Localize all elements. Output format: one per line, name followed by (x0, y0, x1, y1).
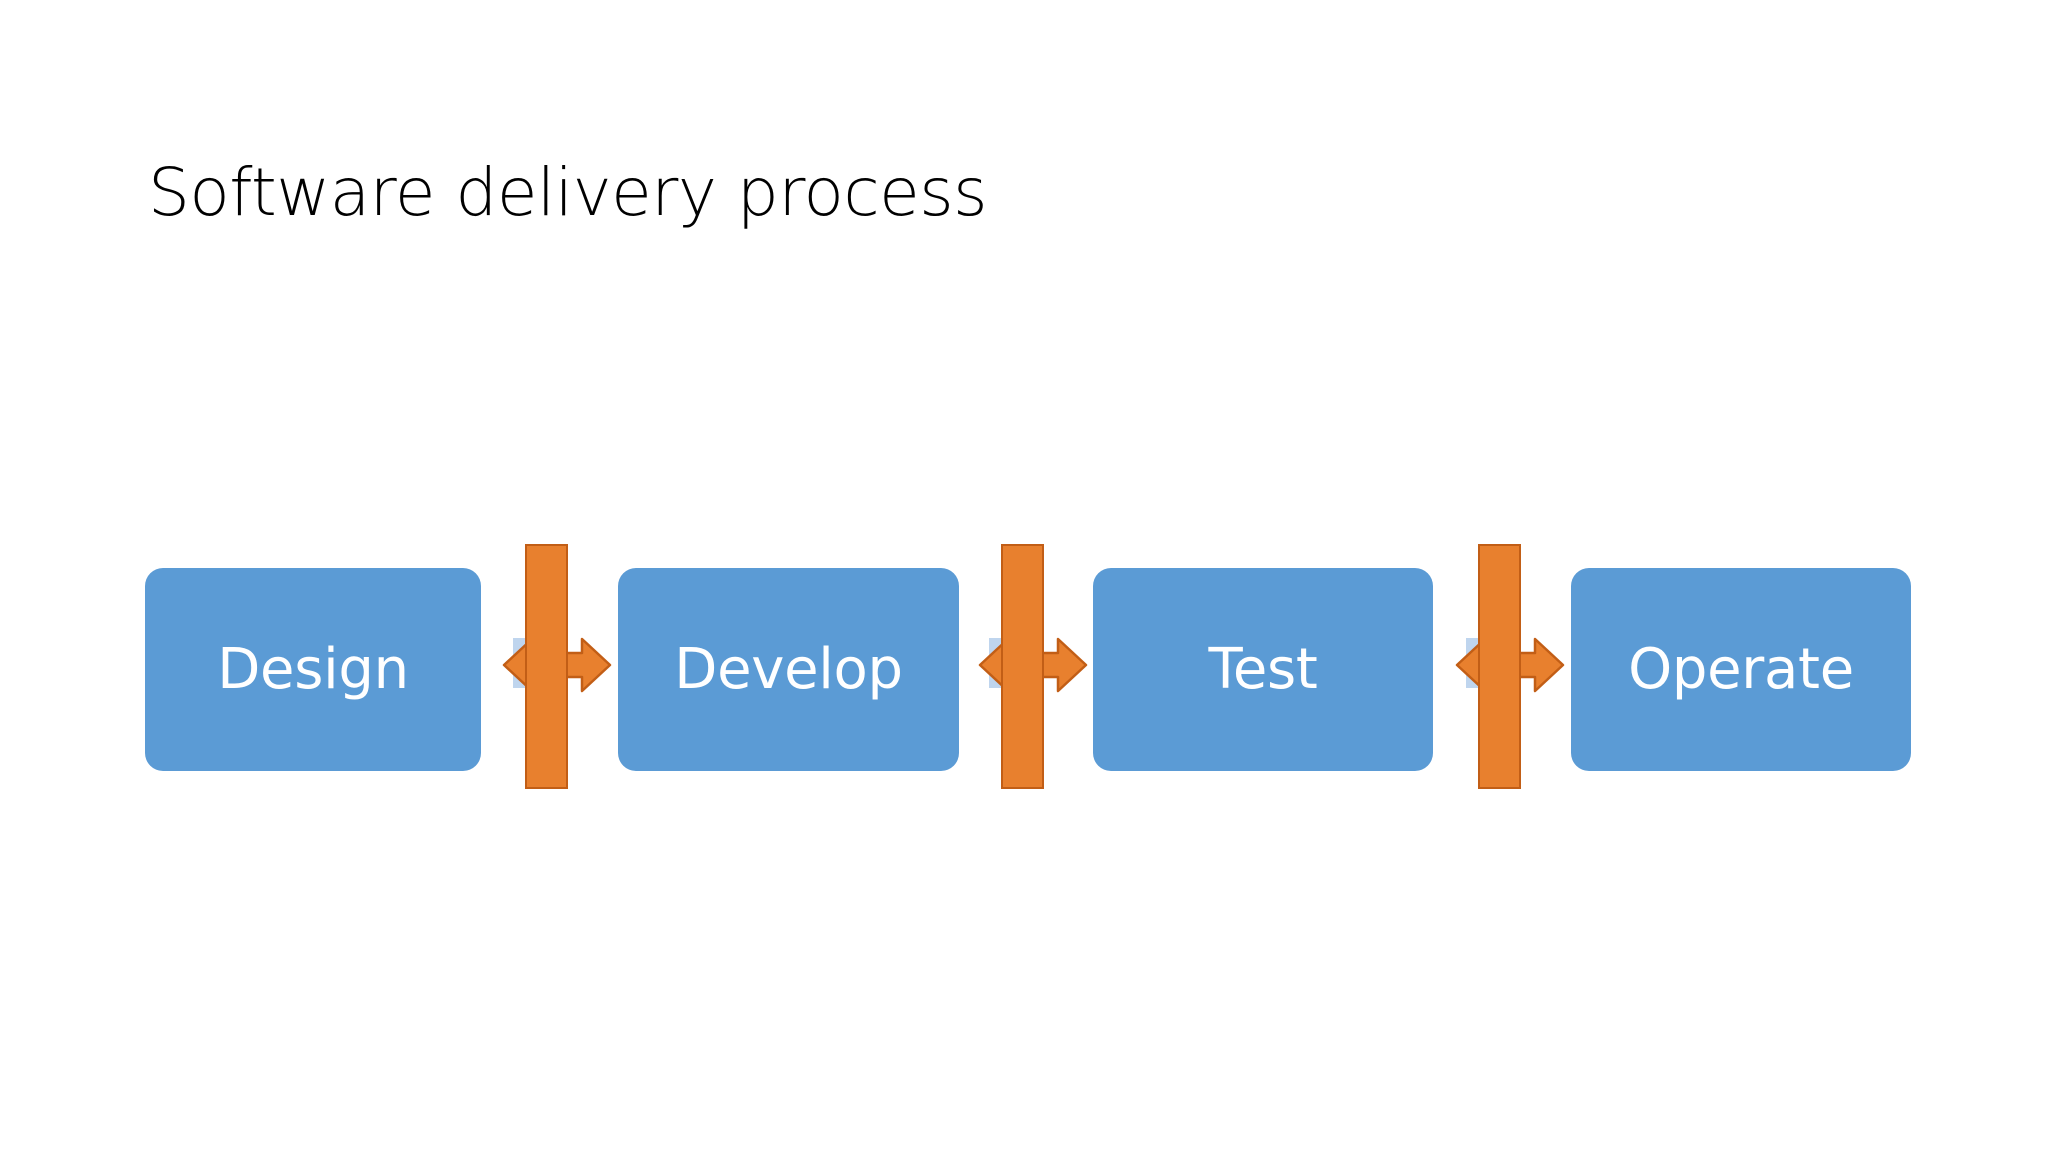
stage-box-develop[interactable]: Develop (618, 568, 959, 771)
stage-label: Test (1208, 636, 1318, 702)
connector-develop-test[interactable] (963, 538, 1088, 798)
stage-label: Design (217, 636, 409, 702)
vertical-bar-shape (525, 544, 568, 789)
connector-test-operate[interactable] (1440, 538, 1565, 798)
vertical-bar-shape (1478, 544, 1521, 789)
stage-label: Develop (674, 636, 903, 702)
stage-box-design[interactable]: Design (145, 568, 481, 771)
stage-label: Operate (1628, 636, 1854, 702)
page-title: Software delivery process (148, 154, 988, 232)
stage-box-operate[interactable]: Operate (1571, 568, 1911, 771)
stage-box-test[interactable]: Test (1093, 568, 1433, 771)
connector-design-develop[interactable] (487, 538, 612, 798)
vertical-bar-shape (1001, 544, 1044, 789)
